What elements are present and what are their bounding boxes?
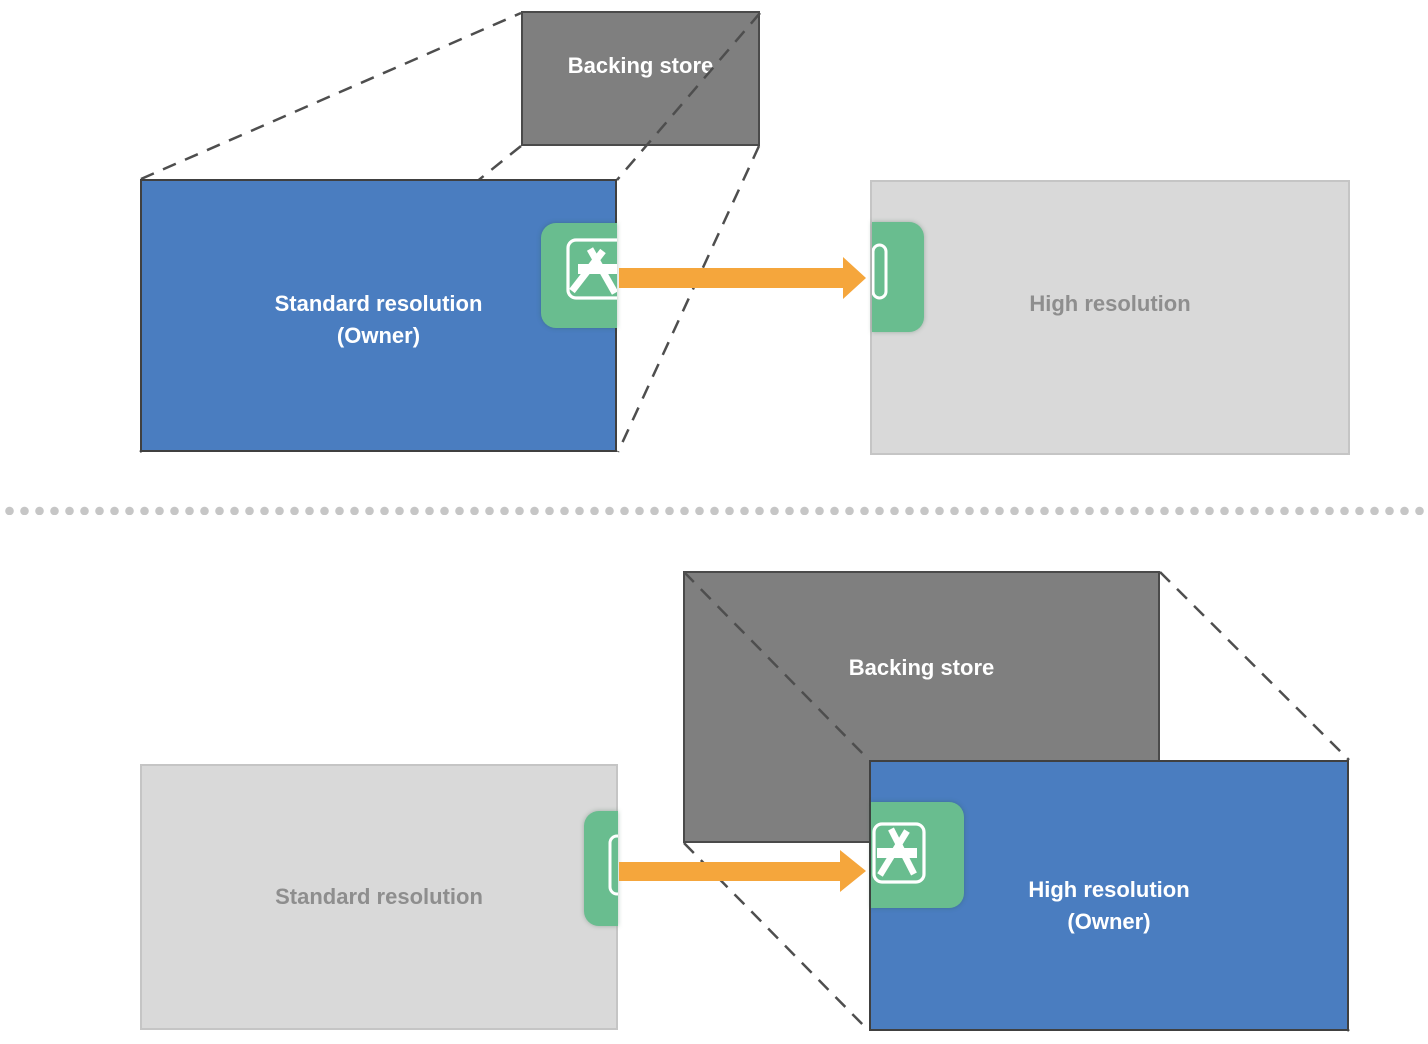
high-resolution-label: High resolution	[1029, 290, 1191, 316]
standard-resolution-box: Standard resolution	[140, 764, 618, 1030]
backing-store-label-top: Backing store	[567, 53, 714, 78]
standard-resolution-owner-box: Standard resolution (Owner)	[140, 179, 617, 452]
right-arrow-top	[619, 257, 866, 299]
section-divider	[0, 505, 1428, 515]
right-arrow-bottom	[619, 850, 866, 892]
backing-store-box-top: Backing store	[521, 11, 760, 146]
projection-line	[683, 842, 870, 1032]
app-store-icon-partial	[584, 811, 618, 926]
app-store-icon	[541, 223, 617, 328]
high-resolution-box: High resolution	[870, 180, 1350, 455]
projection-line	[140, 11, 522, 181]
projection-line	[616, 145, 761, 453]
standard-resolution-label: Standard resolution	[275, 884, 483, 909]
standard-resolution-owner-label: Standard resolution (Owner)	[274, 290, 483, 348]
high-resolution-owner-label: High resolution (Owner)	[1028, 876, 1190, 934]
projection-line	[1159, 571, 1350, 761]
app-store-icon-partial	[872, 222, 924, 332]
backing-store-label-bottom: Backing store	[848, 655, 995, 680]
projection-line	[616, 12, 761, 181]
projection-line	[683, 571, 870, 761]
app-store-icon	[871, 802, 964, 908]
